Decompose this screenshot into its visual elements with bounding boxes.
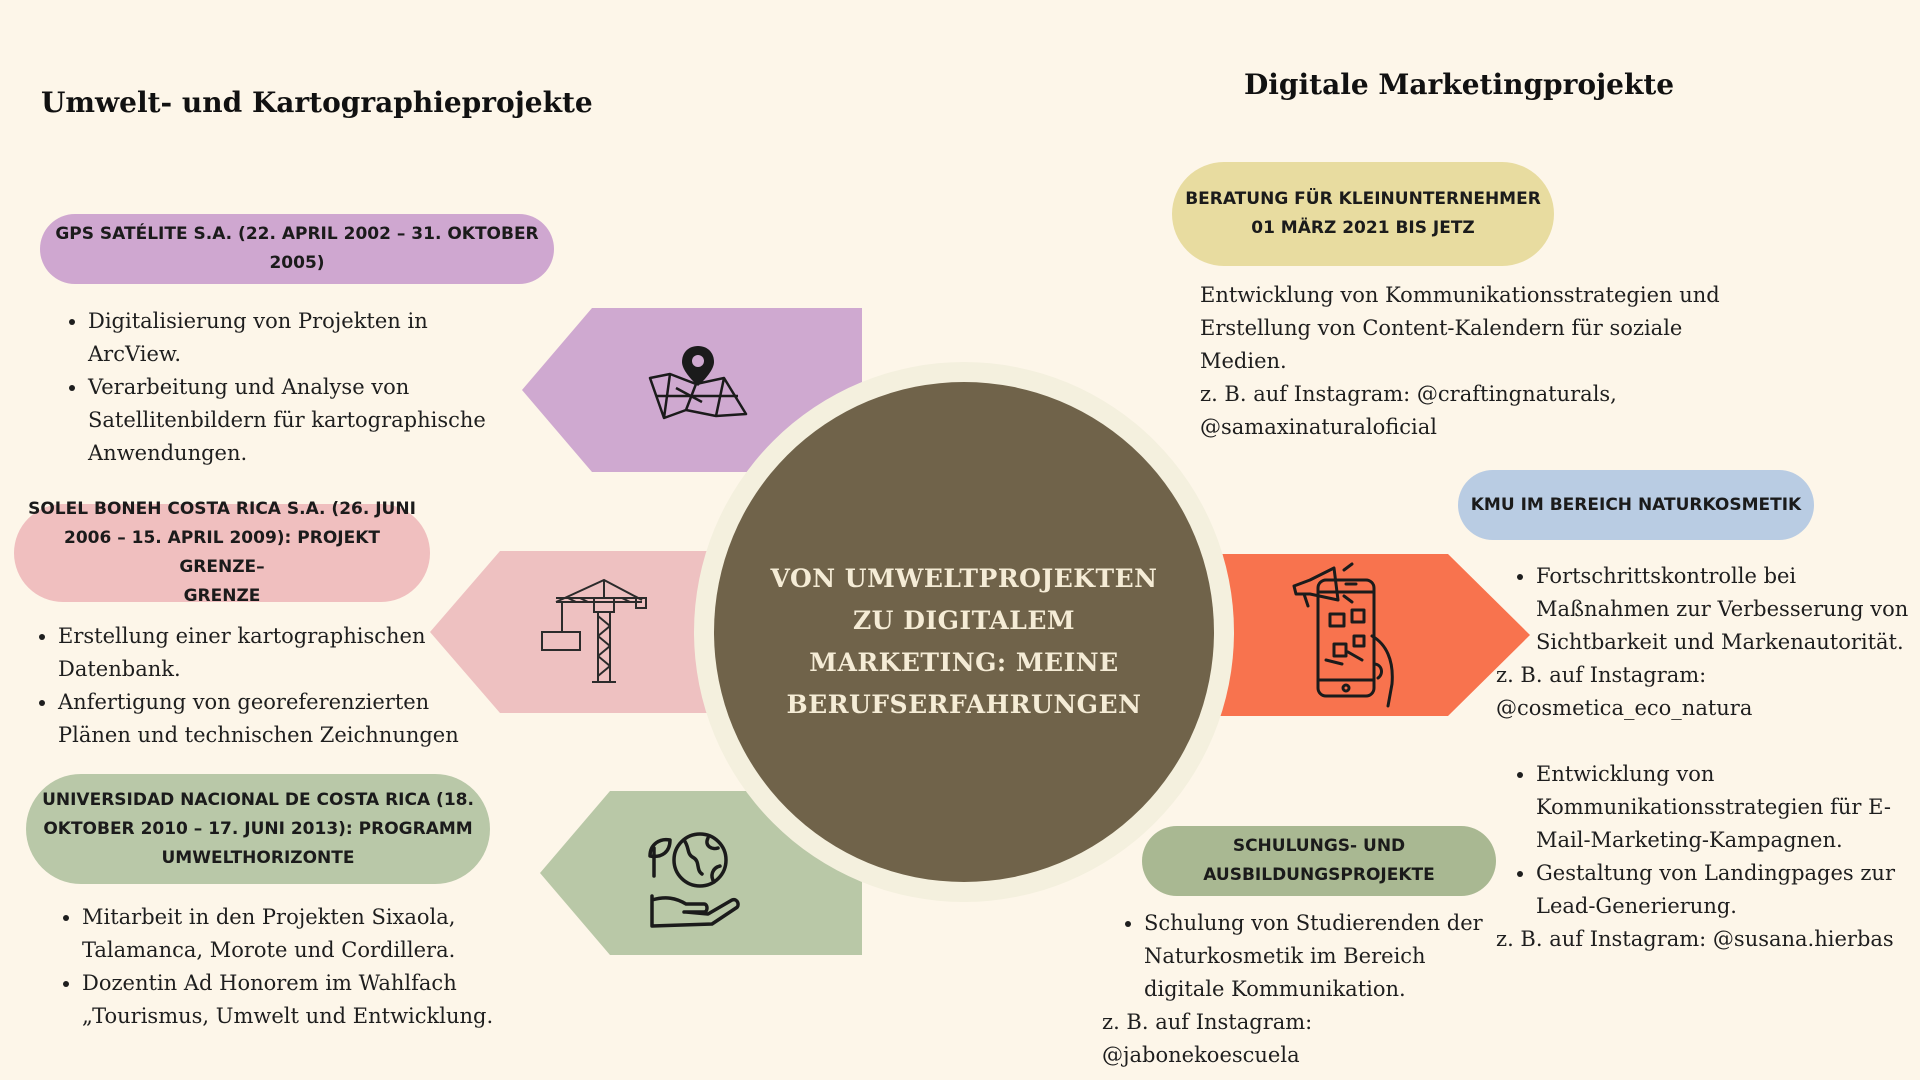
list-item: Dozentin Ad Honorem im Wahlfach„Tourismu… xyxy=(82,967,526,1033)
list-item: Anfertigung von georeferenziertenPlänen … xyxy=(58,686,472,752)
construction-crane-icon xyxy=(541,578,647,683)
center-title: VON UMWELTPROJEKTEN ZU DIGITALEM MARKETI… xyxy=(770,564,1158,719)
list-kmu-2: Entwicklung vonKommunikationsstrategien … xyxy=(1510,758,1914,923)
center-circle xyxy=(694,362,1234,902)
list-item: Gestaltung von Landingpages zurLead-Gene… xyxy=(1536,857,1914,923)
list-item: Entwicklung vonKommunikationsstrategien … xyxy=(1536,758,1914,857)
pill-kmu-naturkosmetik: KMU IM BEREICH NATURKOSMETIK xyxy=(1458,470,1814,540)
left-section-heading: Umwelt- und Kartographieprojekte xyxy=(41,86,593,119)
list-universidad-nacional: Mitarbeit in den Projekten Sixaola,Talam… xyxy=(56,901,526,1033)
text-beratung: Entwicklung von Kommunikationsstrategien… xyxy=(1200,283,1720,439)
pill-universidad-nacional: UNIVERSIDAD NACIONAL DE COSTA RICA (18.O… xyxy=(26,774,490,884)
right-section-heading: Digitale Marketingprojekte xyxy=(1244,68,1675,101)
globe-hand-icon xyxy=(648,832,740,928)
arrow-shape-solel xyxy=(430,551,770,713)
list-item: Erstellung einer kartographischenDatenba… xyxy=(58,620,472,686)
phone-megaphone-icon xyxy=(1292,562,1394,708)
list-item: Schulung von Studierenden derNaturkosmet… xyxy=(1144,907,1498,1006)
pill-gps-satelite: GPS SATÉLITE S.A. (22. APRIL 2002 – 31. … xyxy=(40,214,554,284)
note-schulung: z. B. auf Instagram: @jabonekoescuela xyxy=(1102,1010,1313,1067)
note-kmu-2: z. B. auf Instagram: @susana.hierbas xyxy=(1496,927,1894,951)
list-schulung: Schulung von Studierenden derNaturkosmet… xyxy=(1118,907,1498,1006)
list-solel-boneh: Erstellung einer kartographischenDatenba… xyxy=(32,620,472,752)
note-kmu-1: z. B. auf Instagram: @cosmetica_eco_natu… xyxy=(1496,663,1753,720)
list-item: Mitarbeit in den Projekten Sixaola,Talam… xyxy=(82,901,526,967)
arrow-shape-gps xyxy=(522,308,862,472)
map-pin-icon xyxy=(648,346,748,420)
list-gps-satelite: Digitalisierung von Projekten inArcView.… xyxy=(62,305,532,470)
list-item: Verarbeitung und Analyse vonSatellitenbi… xyxy=(88,371,532,470)
